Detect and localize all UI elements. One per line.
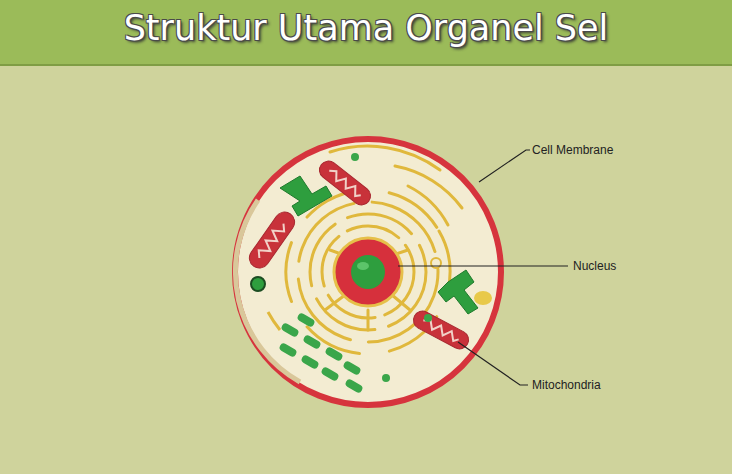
diagram-title: Struktur Utama Organel Sel (0, 8, 732, 48)
part-label: Mitochondria (532, 378, 601, 392)
part-label: Nucleus (573, 259, 616, 273)
part-label: Cell Membrane (532, 143, 613, 157)
